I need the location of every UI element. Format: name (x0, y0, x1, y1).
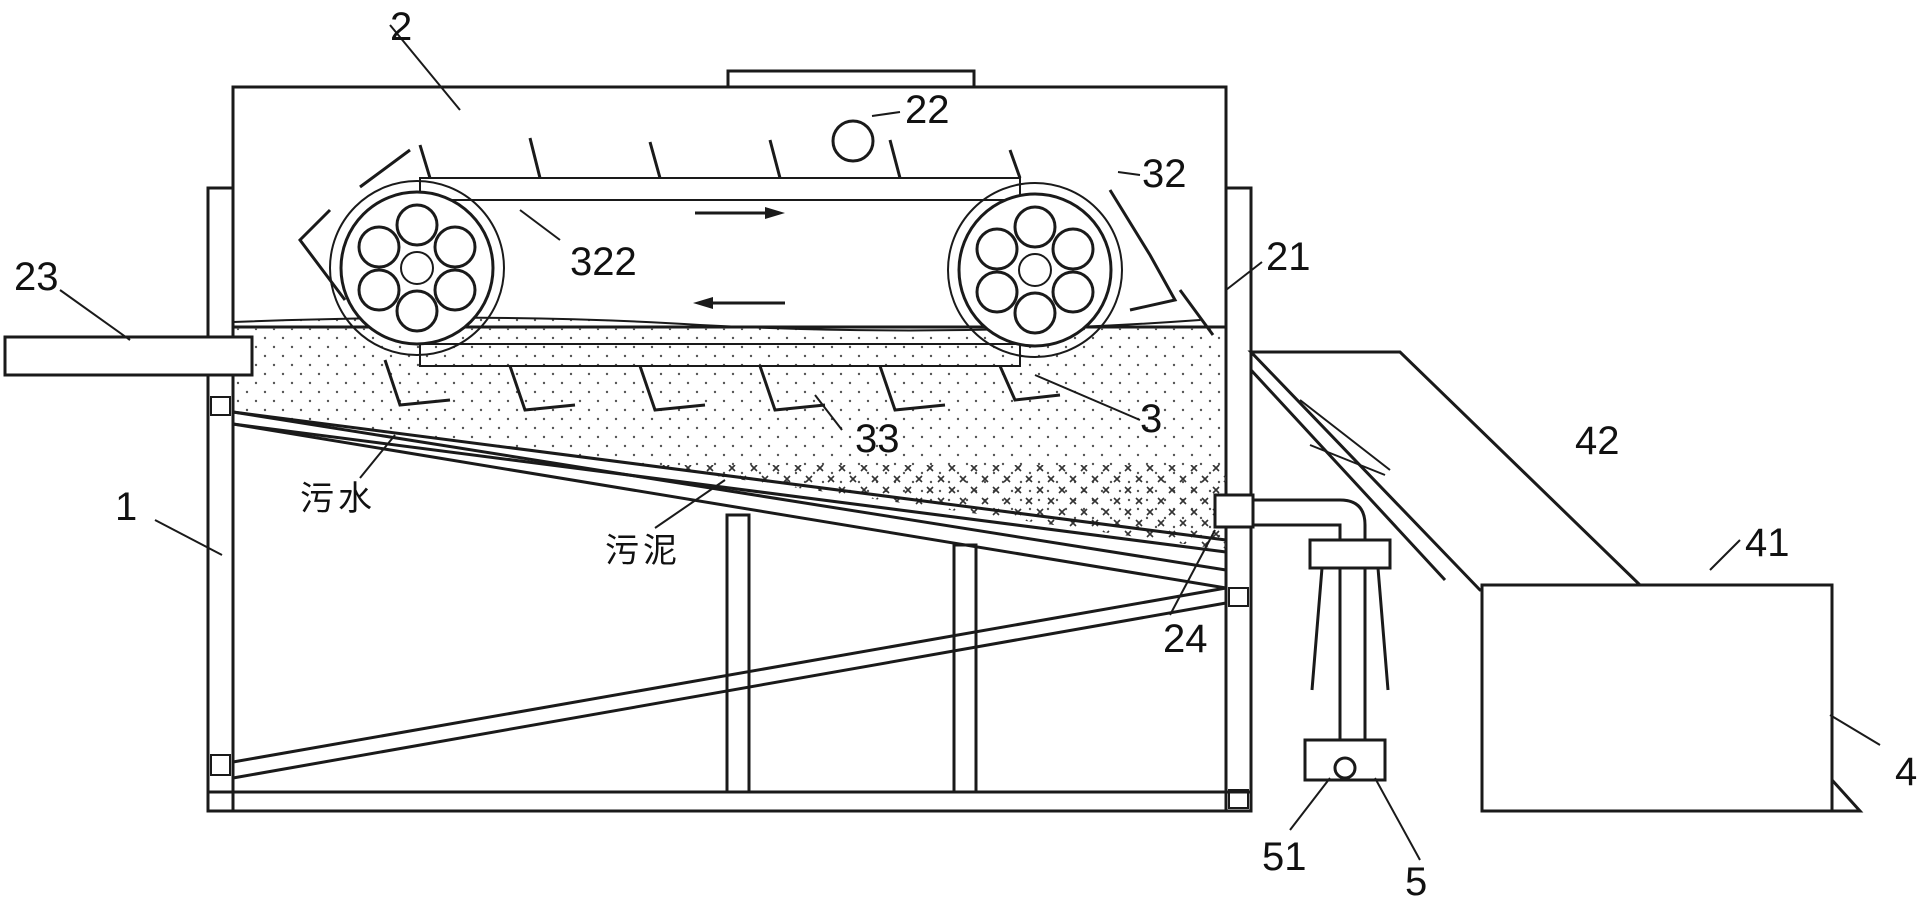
label-sludge: 污泥 (605, 531, 681, 571)
discharge-pipe (1213, 493, 1392, 782)
label-51: 51 (1262, 835, 1307, 879)
deflector (1178, 289, 1215, 336)
conveyor (329, 177, 1123, 367)
label-24: 24 (1163, 617, 1208, 661)
air-pipe-icon (831, 119, 875, 163)
label-21: 21 (1266, 235, 1311, 279)
label-2: 2 (390, 5, 412, 49)
inclined-bottom (232, 410, 1227, 554)
label-32: 32 (1142, 152, 1187, 196)
label-5: 5 (1405, 860, 1427, 899)
sludge-layer (640, 465, 1226, 550)
label-22: 22 (905, 88, 950, 132)
bottom-scrapers (383, 359, 1061, 412)
label-4: 4 (1895, 750, 1917, 794)
label-33: 33 (855, 417, 900, 461)
label-sewage: 污水 (300, 479, 376, 519)
tank-frame (206, 186, 1253, 813)
top-scrapers (298, 137, 1178, 312)
label-1: 1 (115, 485, 137, 529)
collection-box (1480, 583, 1864, 813)
label-3: 3 (1140, 397, 1162, 441)
label-42: 42 (1575, 419, 1620, 463)
inlet-pipe (3, 335, 254, 377)
leader-lines (59, 24, 1881, 861)
label-322: 322 (570, 240, 637, 284)
label-41: 41 (1745, 521, 1790, 565)
label-23: 23 (14, 255, 59, 299)
